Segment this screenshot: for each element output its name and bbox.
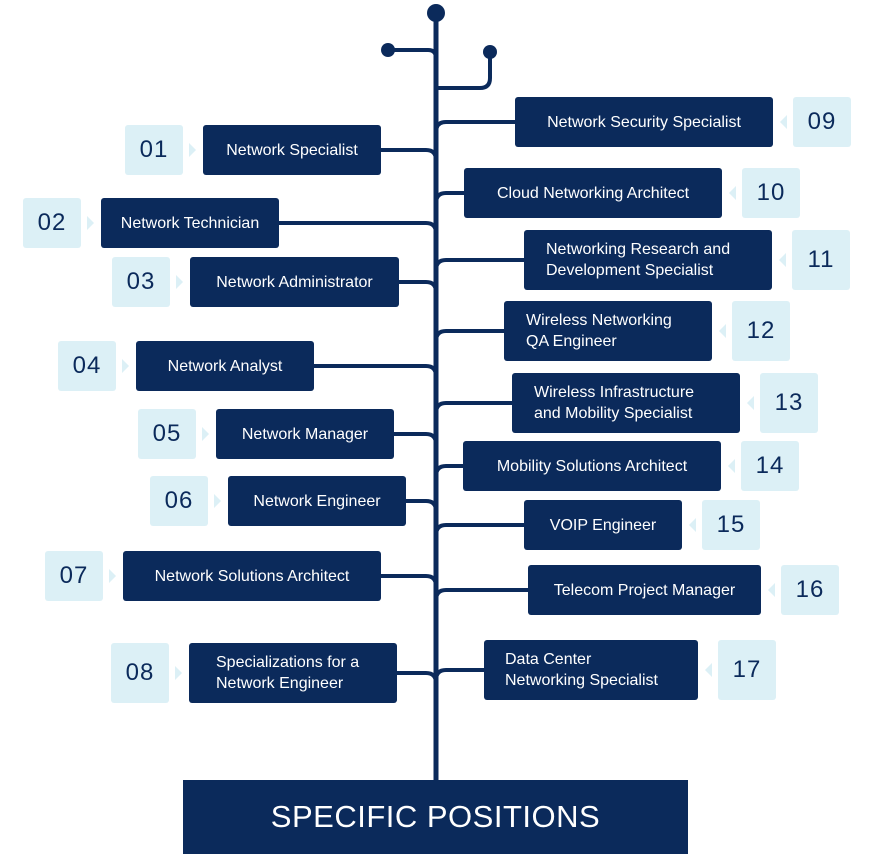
left-branch-7 xyxy=(379,574,438,604)
right-item-11-box: Networking Research and Development Spec… xyxy=(524,230,772,290)
left-item-4-number: 04 xyxy=(58,341,129,391)
right-node-icon xyxy=(483,45,497,59)
right-item-12-box: Wireless Networking QA Engineer xyxy=(504,301,712,361)
left-branch-3 xyxy=(397,280,438,310)
left-item-2-box: Network Technician xyxy=(101,198,279,248)
left-item-8-box: Specializations for a Network Engineer xyxy=(189,643,397,703)
left-branch-5 xyxy=(392,432,438,462)
left-item-4-box: Network Analyst xyxy=(136,341,314,391)
right-item-15-box: VOIP Engineer xyxy=(524,500,682,550)
right-branch-17 xyxy=(434,668,486,698)
top-left-twig xyxy=(388,48,438,59)
right-item-17-number: 17 xyxy=(705,640,776,700)
right-item-13-number: 13 xyxy=(747,373,818,433)
left-node-icon xyxy=(381,43,395,57)
right-item-16-label: Telecom Project Manager xyxy=(553,581,736,599)
left-item-1-number: 01 xyxy=(125,125,196,175)
right-item-15-label: VOIP Engineer xyxy=(549,516,657,534)
right-item-15-number: 15 xyxy=(689,500,760,550)
left-branch-2 xyxy=(277,221,438,251)
right-item-14-box: Mobility Solutions Architect xyxy=(463,441,721,491)
left-item-5-box: Network Manager xyxy=(216,409,394,459)
right-branch-11 xyxy=(434,258,526,288)
right-branch-14 xyxy=(434,464,465,494)
right-item-14-label: Mobility Solutions Architect xyxy=(496,457,688,475)
top-right-twig xyxy=(438,52,492,90)
right-item-10-number: 10 xyxy=(729,168,800,218)
left-item-6-label: Network Engineer xyxy=(253,492,381,510)
left-item-7-label: Network Solutions Architect xyxy=(154,567,350,585)
right-item-10-label: Cloud Networking Architect xyxy=(496,184,690,202)
right-item-14-number: 14 xyxy=(728,441,799,491)
right-branch-15 xyxy=(434,523,526,553)
left-item-3-box: Network Administrator xyxy=(190,257,399,307)
right-item-12-label: Wireless Networking QA Engineer xyxy=(526,312,672,350)
left-item-2-label: Network Technician xyxy=(120,214,260,232)
right-branch-10 xyxy=(434,191,466,221)
left-item-2-number: 02 xyxy=(23,198,94,248)
left-item-5-label: Network Manager xyxy=(241,425,369,443)
left-item-6-box: Network Engineer xyxy=(228,476,406,526)
left-branch-1 xyxy=(379,148,438,178)
right-item-13-box: Wireless Infrastructure and Mobility Spe… xyxy=(512,373,740,433)
right-item-12-number: 12 xyxy=(719,301,790,361)
left-item-3-number: 03 xyxy=(112,257,183,307)
left-item-8-label: Specializations for a Network Engineer xyxy=(216,654,360,692)
right-branch-13 xyxy=(434,401,514,431)
right-item-9-number: 09 xyxy=(780,97,851,147)
left-branch-4 xyxy=(312,364,438,394)
left-item-3-label: Network Administrator xyxy=(216,273,373,291)
right-item-17-box: Data Center Networking Specialist xyxy=(484,640,698,700)
left-item-7-number: 07 xyxy=(45,551,116,601)
left-item-8-number: 08 xyxy=(111,643,182,703)
right-branch-12 xyxy=(434,329,506,359)
right-branch-16 xyxy=(434,588,530,618)
right-item-9-box: Network Security Specialist xyxy=(515,97,773,147)
top-node-icon xyxy=(427,4,445,22)
right-item-17-label: Data Center Networking Specialist xyxy=(505,651,658,689)
right-item-16-box: Telecom Project Manager xyxy=(528,565,761,615)
left-item-1-box: Network Specialist xyxy=(203,125,381,175)
left-item-6-number: 06 xyxy=(150,476,221,526)
left-item-5-number: 05 xyxy=(138,409,209,459)
left-item-1-label: Network Specialist xyxy=(226,141,358,159)
right-item-11-label: Networking Research and Development Spec… xyxy=(546,241,731,279)
right-item-16-number: 16 xyxy=(768,565,839,615)
base-title: SPECIFIC POSITIONS xyxy=(183,780,688,854)
right-branch-9 xyxy=(434,120,517,150)
right-item-11-number: 11 xyxy=(779,230,850,290)
right-item-10-box: Cloud Networking Architect xyxy=(464,168,722,218)
left-item-4-label: Network Analyst xyxy=(167,357,283,375)
right-item-13-label: Wireless Infrastructure and Mobility Spe… xyxy=(534,384,695,422)
left-item-7-box: Network Solutions Architect xyxy=(123,551,381,601)
left-branch-6 xyxy=(404,499,438,529)
left-branch-8 xyxy=(395,671,438,701)
right-item-9-label: Network Security Specialist xyxy=(547,113,741,131)
